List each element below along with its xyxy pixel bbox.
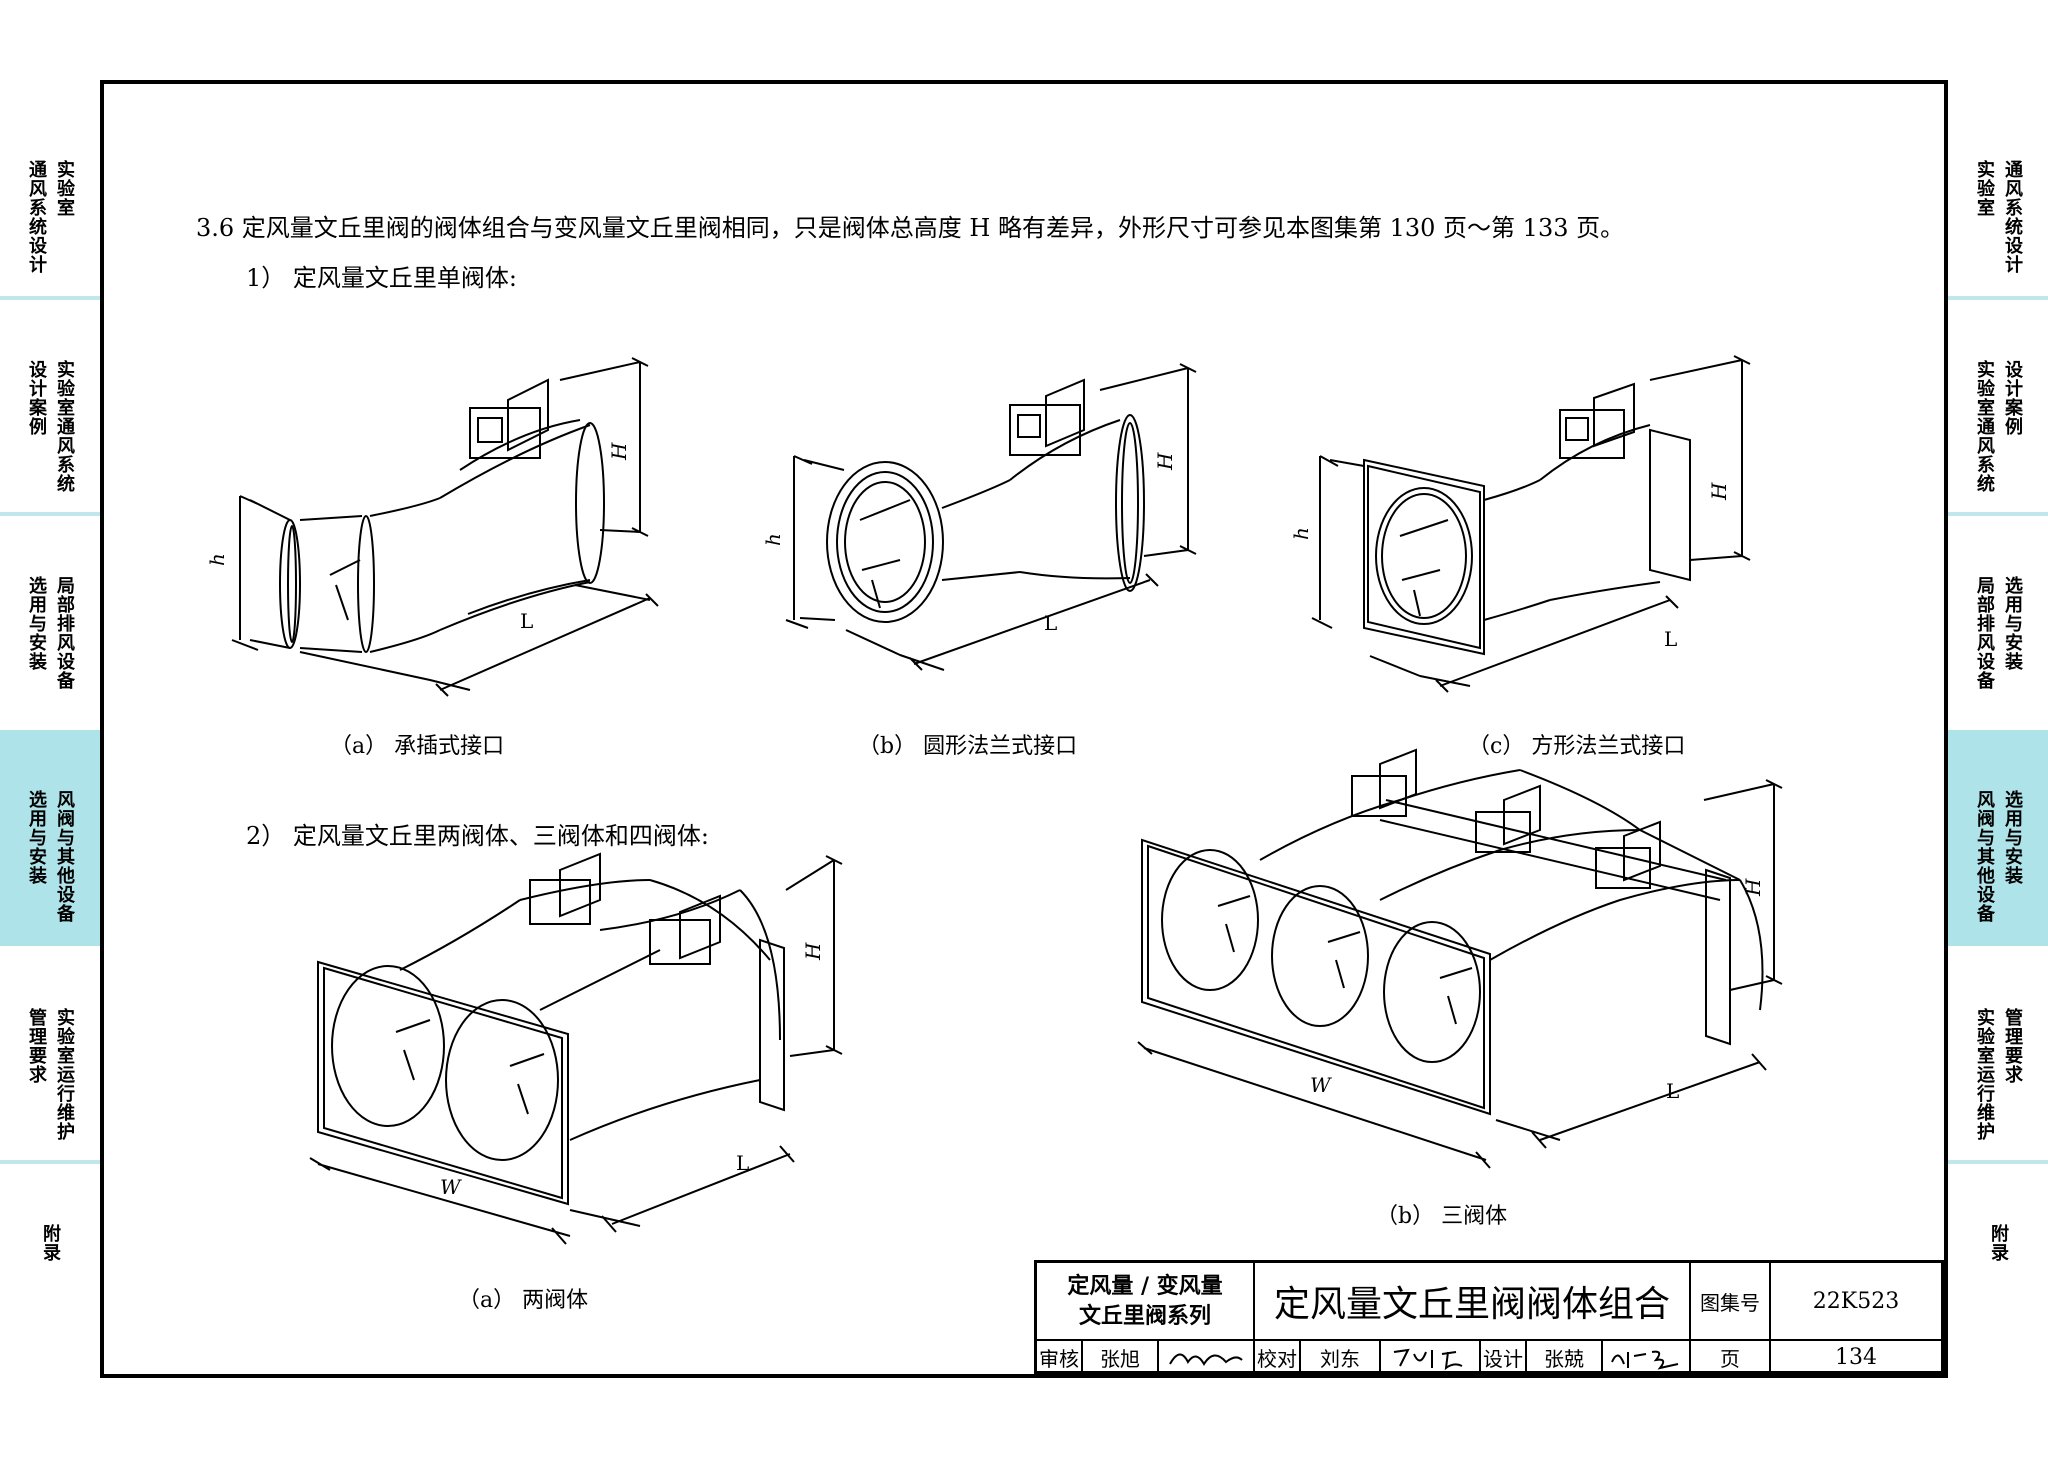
side-tab-design-cases[interactable]: 实验室通风系统 设计案例: [1948, 300, 2048, 512]
side-tab-lab-ventilation-design[interactable]: 实验室 通风系统设计: [1948, 100, 2048, 290]
side-tab-line: 局部排风设备: [54, 576, 75, 690]
dim-h-b1: h: [761, 533, 785, 546]
tab-separator: [0, 1160, 100, 1164]
side-tab-line: 实验室运行维护: [1974, 1008, 1995, 1141]
side-tab-line: 局部排风设备: [1974, 576, 1995, 690]
check-signature: [1381, 1341, 1481, 1374]
side-tab-line: 实验室: [54, 160, 75, 217]
side-tab-appendix[interactable]: 附录: [0, 1164, 100, 1364]
side-tab-local-exhaust[interactable]: 局部排风设备 选用与安装: [1948, 516, 2048, 728]
dim-h-c1: h: [1289, 527, 1313, 540]
caption-three-valves: （b） 三阀体: [1376, 1204, 1508, 1229]
tab-separator: [1948, 512, 2048, 516]
dim-H-b1: H: [1153, 452, 1177, 471]
atlas-number: 22K523: [1771, 1263, 1941, 1341]
dim-L-b1: L: [1044, 611, 1057, 635]
side-tab-line: 选用与安装: [2002, 576, 2023, 671]
drawing-two-valves: [309, 852, 843, 1245]
drawing-single-socket: [231, 357, 659, 697]
side-tab-line: 设计案例: [2002, 360, 2023, 436]
side-tab-local-exhaust[interactable]: 选用与安装 局部排风设备: [0, 516, 100, 728]
design-label: 设计: [1481, 1341, 1527, 1374]
caption-socket: （a） 承插式接口: [330, 734, 505, 759]
side-tab-line: 管理要求: [26, 1008, 47, 1084]
side-tab-line: 设计案例: [26, 360, 47, 436]
subheading-single-valve: 1） 定风量文丘里单阀体:: [246, 264, 517, 292]
dim-L-b2: L: [1666, 1079, 1679, 1103]
dim-L-a2: L: [736, 1151, 749, 1175]
right-side-nav: 实验室 通风系统设计 实验室通风系统 设计案例 局部排风设备 选用与安装 风阀与…: [1948, 0, 2048, 1459]
dim-L-c1: L: [1664, 627, 1677, 651]
check-label: 校对: [1255, 1341, 1301, 1374]
dim-L-a1: L: [520, 609, 533, 633]
dim-H-c1: H: [1707, 482, 1731, 501]
drawing-title: 定风量文丘里阀阀体组合: [1255, 1263, 1691, 1341]
subheading-multi-valve: 2） 定风量文丘里两阀体、三阀体和四阀体:: [246, 822, 709, 850]
side-tab-line: 管理要求: [2002, 1008, 2023, 1084]
dim-W-a2: W: [440, 1175, 462, 1199]
caption-two-valves: （a） 两阀体: [458, 1288, 589, 1313]
note-3-6: 3.6 定风量文丘里阀的阀体组合与变风量文丘里阀相同，只是阀体总高度 H 略有差…: [196, 214, 1625, 242]
drawing-single-square-flange: [1311, 355, 1751, 693]
design-name: 张兢: [1527, 1341, 1603, 1374]
series-name: 定风量 / 变风量 文丘里阀系列: [1037, 1263, 1255, 1341]
side-tab-operation[interactable]: 实验室运行维护 管理要求: [1948, 948, 2048, 1160]
dim-H-b2: H: [1741, 878, 1765, 897]
caption-round-flange: （b） 圆形法兰式接口: [858, 734, 1078, 759]
review-name: 张旭: [1083, 1341, 1159, 1374]
atlas-number-label: 图集号: [1691, 1263, 1771, 1341]
tab-separator: [0, 296, 100, 300]
drawing-single-round-flange: [785, 363, 1197, 671]
side-tab-line: 选用与安装: [26, 790, 47, 885]
side-tab-line: 通风系统设计: [26, 160, 47, 274]
side-tab-line: 实验室通风系统: [54, 360, 75, 493]
dim-h-a1: h: [205, 553, 229, 566]
design-signature: [1603, 1341, 1691, 1374]
signature-image: [1611, 1350, 1679, 1370]
tab-separator: [1948, 296, 2048, 300]
dim-W-b2: W: [1310, 1073, 1332, 1097]
dim-H-a2: H: [801, 942, 825, 961]
drawing-frame: [100, 80, 1948, 1378]
side-tab-lab-ventilation-design[interactable]: 通风系统设计 实验室: [0, 100, 100, 290]
side-tab-line: 实验室: [1974, 160, 1995, 217]
review-label: 审核: [1037, 1341, 1083, 1374]
side-tab-operation[interactable]: 管理要求 实验室运行维护: [0, 948, 100, 1160]
caption-square-flange: （c） 方形法兰式接口: [1468, 734, 1686, 759]
side-tab-dampers-active[interactable]: 选用与安装 风阀与其他设备: [0, 730, 100, 946]
title-block: 定风量 / 变风量 文丘里阀系列 定风量文丘里阀阀体组合 图集号 22K523 …: [1034, 1260, 1944, 1374]
left-side-nav: 通风系统设计 实验室 设计案例 实验室通风系统 选用与安装 局部排风设备 选用与…: [0, 0, 100, 1459]
side-tab-line: 选用与安装: [2002, 790, 2023, 885]
tab-separator: [0, 512, 100, 516]
check-name: 刘东: [1301, 1341, 1381, 1374]
side-tab-line: 风阀与其他设备: [54, 790, 75, 923]
side-tab-design-cases[interactable]: 设计案例 实验室通风系统: [0, 300, 100, 512]
signature-image: [1393, 1348, 1463, 1370]
side-tab-line: 实验室运行维护: [54, 1008, 75, 1141]
side-tab-line: 附录: [1988, 1224, 2009, 1262]
drawing-three-valves: [1137, 748, 1783, 1169]
side-tab-line: 选用与安装: [26, 576, 47, 671]
side-tab-dampers-active[interactable]: 风阀与其他设备 选用与安装: [1948, 730, 2048, 946]
signature-image: [1169, 1353, 1243, 1366]
side-tab-line: 实验室通风系统: [1974, 360, 1995, 493]
page-number: 134: [1835, 1345, 1877, 1370]
review-signature: [1159, 1341, 1255, 1374]
tab-separator: [1948, 1160, 2048, 1164]
side-tab-appendix[interactable]: 附录: [1948, 1164, 2048, 1364]
side-tab-line: 通风系统设计: [2002, 160, 2023, 274]
side-tab-line: 风阀与其他设备: [1974, 790, 1995, 923]
page-label: 页: [1691, 1341, 1771, 1374]
dim-H-a1: H: [607, 442, 631, 461]
side-tab-line: 附录: [40, 1224, 61, 1262]
